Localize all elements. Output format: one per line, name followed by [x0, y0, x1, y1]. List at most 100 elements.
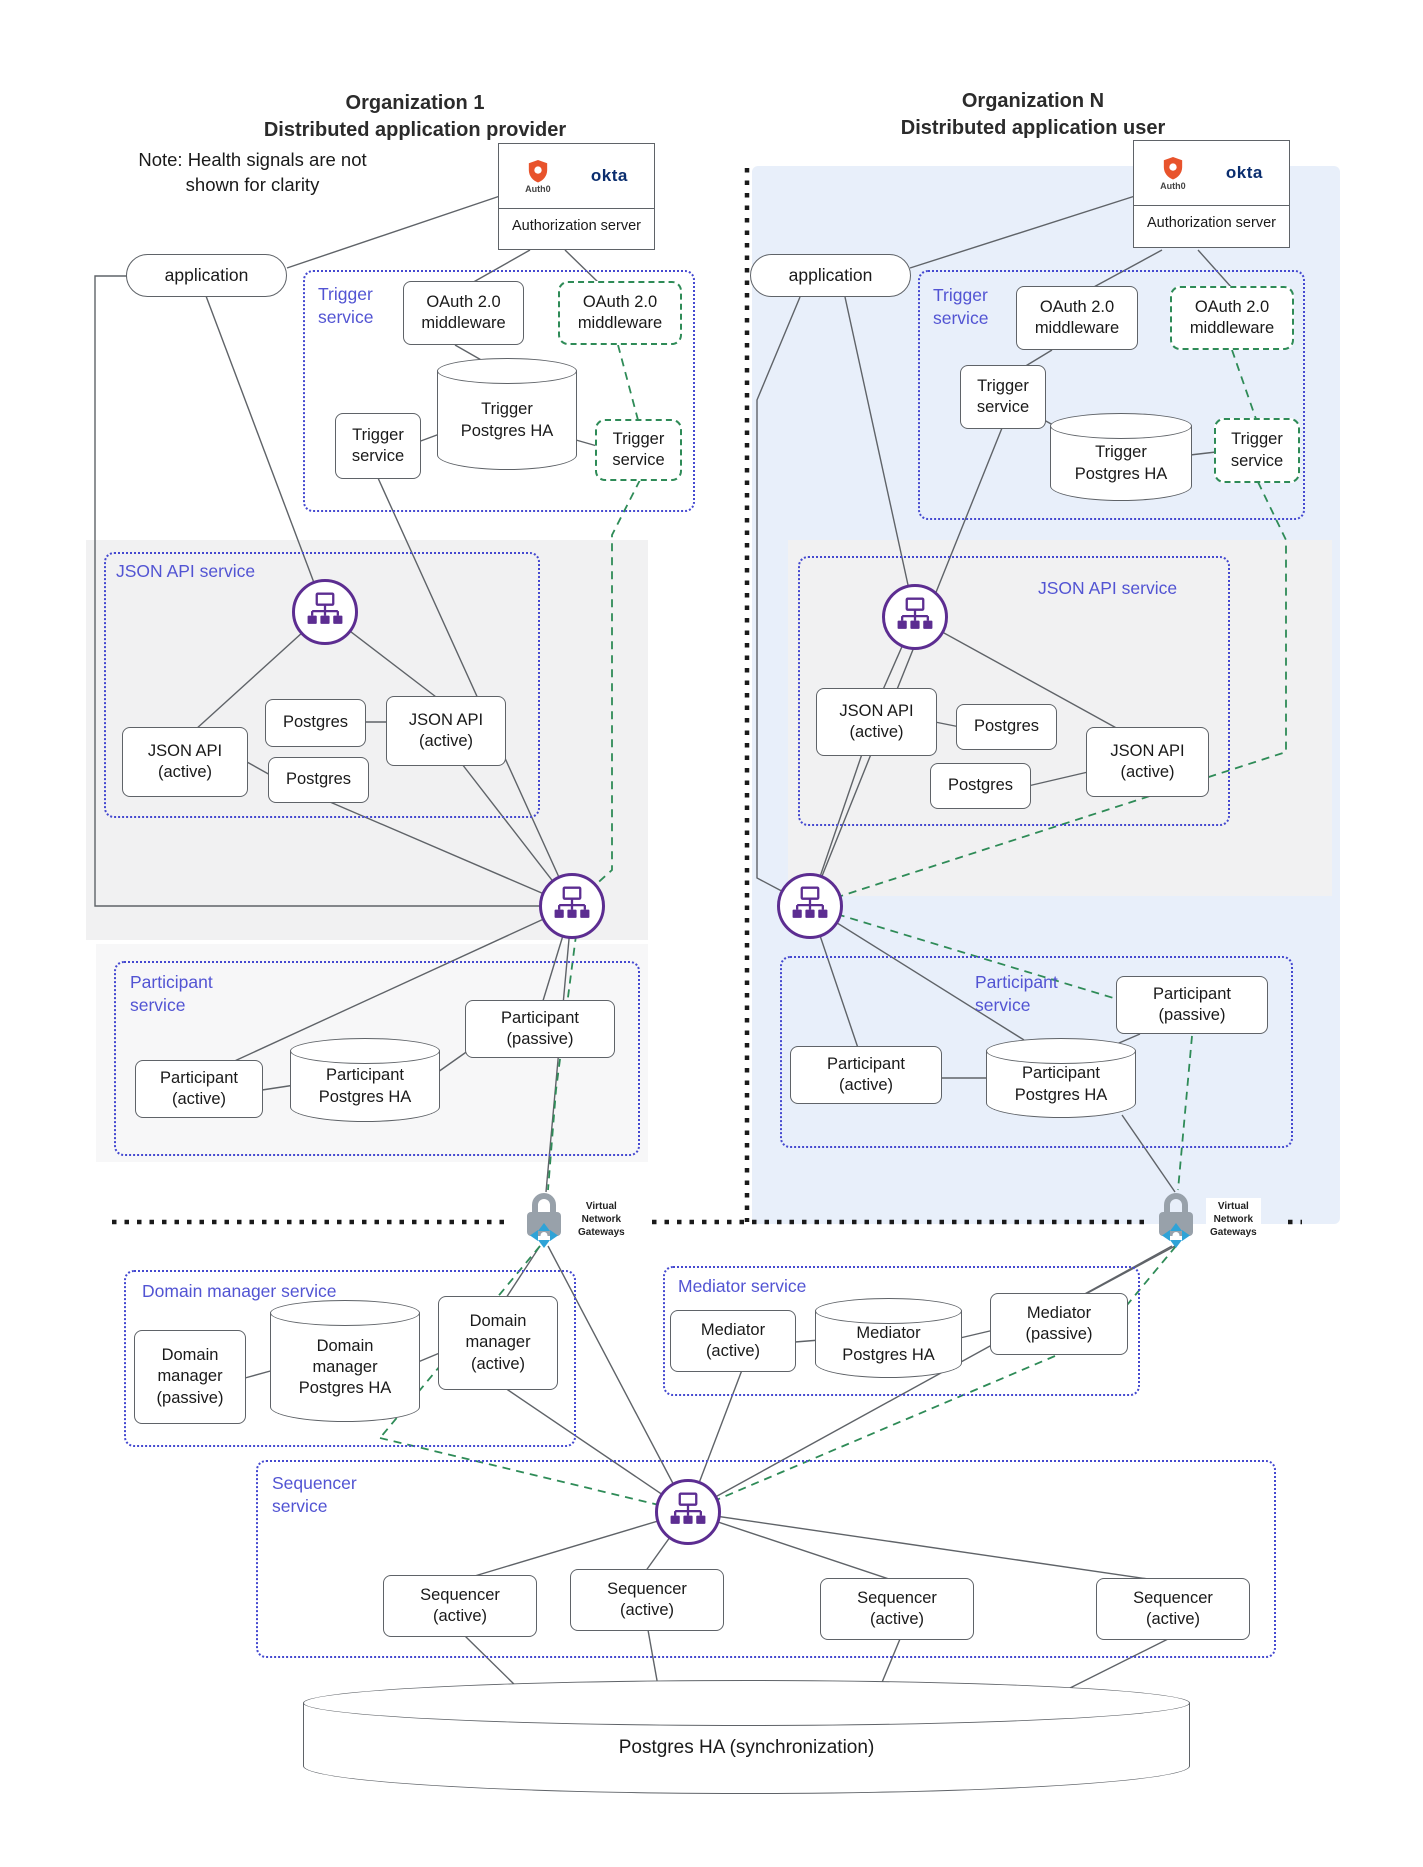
- auth-server-org1: Auth0 okta Authorization server: [498, 143, 655, 250]
- trigger-service-dashed-org1: Trigger service: [595, 419, 682, 481]
- cylinder-label: Trigger Postgres HA: [460, 400, 554, 440]
- auth0-logo-orgN: Auth0: [1160, 156, 1186, 191]
- lock-arrows-icon: [520, 1190, 568, 1248]
- vng-label-orgN: Virtual Network Gateways: [1206, 1198, 1261, 1241]
- org1-subtitle: Distributed application provider: [263, 119, 567, 141]
- domain-manager-passive: Domain manager (passive): [134, 1330, 246, 1424]
- postgres-ha-sync-cylinder: Postgres HA (synchronization): [303, 1680, 1190, 1794]
- participant-active-orgN: Participant (active): [790, 1046, 942, 1104]
- cylinder-cap: [303, 1680, 1190, 1726]
- cylinder-cap: [815, 1298, 962, 1324]
- postgres-bottom-org1: Postgres: [268, 757, 369, 803]
- cylinder-label: Domain manager Postgres HA: [298, 1336, 392, 1398]
- mediator-passive: Mediator (passive): [990, 1293, 1128, 1355]
- orgN-subtitle: Distributed application user: [900, 117, 1166, 139]
- auth0-shield-icon: [1162, 156, 1184, 180]
- cylinder-label: Mediator Postgres HA: [842, 1324, 935, 1364]
- auth0-wordmark: Auth0: [1160, 180, 1186, 191]
- participant-service-label-org1: Participant service: [130, 972, 213, 1015]
- sequencer-active-3: Sequencer (active): [820, 1578, 974, 1640]
- json-api-service-region-orgN: [798, 556, 1230, 826]
- sequencer-service-label: Sequencer service: [272, 1473, 357, 1516]
- cylinder-body: [270, 1313, 420, 1422]
- participant-postgres-ha-org1: Participant Postgres HA: [290, 1038, 440, 1122]
- mediator-active: Mediator (active): [670, 1310, 796, 1372]
- json-api-service-label-orgN: JSON API service: [1038, 578, 1178, 598]
- postgres-bottom-orgN: Postgres: [930, 763, 1031, 809]
- participant-service-label-orgN: Participant service: [975, 972, 1058, 1015]
- cylinder-cap: [1050, 413, 1192, 439]
- lock-arrows-icon: [1152, 1190, 1200, 1248]
- application-node-orgN: application: [750, 254, 911, 297]
- load-balancer-icon-sequencer: [655, 1479, 721, 1545]
- sequencer-active-2: Sequencer (active): [570, 1569, 724, 1631]
- domain-manager-service-region: [124, 1270, 576, 1447]
- org1-title: Organization 1: [345, 92, 485, 114]
- trigger-service-label-org1: Trigger service: [318, 284, 374, 327]
- network-tree-icon: [788, 884, 832, 928]
- cylinder-label: Trigger Postgres HA: [1074, 443, 1168, 483]
- participant-service-region-orgN: [780, 956, 1293, 1148]
- oauth-middleware-dashed-orgN: OAuth 2.0 middleware: [1170, 286, 1294, 350]
- cylinder-cap: [270, 1300, 420, 1326]
- trigger-service-region-orgN: [918, 270, 1305, 520]
- okta-wordmark: okta: [590, 166, 628, 185]
- auth0-logo-org1: Auth0: [525, 159, 551, 194]
- mediator-service-region: [663, 1266, 1140, 1396]
- auth-server-label-org1: Authorization server: [512, 218, 641, 234]
- json-api-service-label-org1: JSON API service: [116, 561, 256, 581]
- postgres-top-org1: Postgres: [265, 699, 366, 747]
- auth0-shield-icon: [527, 159, 549, 183]
- vng-label-org1: Virtual Network Gateways: [574, 1198, 629, 1241]
- vng-icon-org1: [520, 1190, 568, 1253]
- health-note: Note: Health signals are not shown for c…: [138, 149, 367, 195]
- auth-server-label-orgN: Authorization server: [1147, 215, 1276, 231]
- load-balancer-icon-json-orgN: [882, 584, 948, 650]
- participant-postgres-ha-orgN: Participant Postgres HA: [986, 1038, 1136, 1118]
- load-balancer-icon-participant-org1: [539, 873, 605, 939]
- postgres-top-orgN: Postgres: [956, 704, 1057, 750]
- oauth-middleware-org1: OAuth 2.0 middleware: [403, 281, 524, 345]
- json-api-service-region-org1: [104, 552, 540, 818]
- network-tree-icon: [893, 595, 937, 639]
- cylinder-cap: [437, 358, 577, 384]
- trigger-service-label-orgN: Trigger service: [933, 285, 989, 328]
- orgN-title: Organization N: [961, 90, 1105, 112]
- auth-server-orgN: Auth0 okta Authorization server: [1133, 140, 1290, 248]
- cylinder-body: [437, 371, 577, 470]
- trigger-postgres-ha-orgN: Trigger Postgres HA: [1050, 413, 1192, 501]
- sequencer-active-1: Sequencer (active): [383, 1575, 537, 1637]
- participant-service-region-org1: [114, 961, 640, 1156]
- cylinder-cap: [290, 1038, 440, 1064]
- cylinder-cap: [986, 1038, 1136, 1064]
- trigger-postgres-ha-org1: Trigger Postgres HA: [437, 358, 577, 470]
- json-api-active-left-org1: JSON API (active): [122, 727, 248, 797]
- cylinder-body: [290, 1051, 440, 1122]
- oauth-middleware-orgN: OAuth 2.0 middleware: [1016, 286, 1138, 350]
- trigger-service-node-orgN: Trigger service: [960, 365, 1046, 429]
- trigger-service-region-org1: [303, 270, 695, 512]
- participant-passive-orgN: Participant (passive): [1116, 976, 1268, 1034]
- sequencer-active-4: Sequencer (active): [1096, 1578, 1250, 1640]
- orgN-title-block: Organization N Distributed application u…: [828, 88, 1238, 142]
- auth-logos-row-orgN: Auth0 okta: [1134, 141, 1289, 206]
- network-tree-icon: [550, 884, 594, 928]
- load-balancer-icon-json-org1: [292, 579, 358, 645]
- json-api-active-left-orgN: JSON API (active): [816, 688, 937, 756]
- sequencer-service-region: [256, 1460, 1276, 1658]
- json-api-active-right-orgN: JSON API (active): [1086, 727, 1209, 797]
- cylinder-label: Postgres HA (synchronization): [618, 1736, 875, 1758]
- mediator-service-label: Mediator service: [678, 1276, 807, 1296]
- auth-logos-row-org1: Auth0 okta: [499, 144, 654, 209]
- vng-icon-orgN: [1152, 1190, 1200, 1253]
- network-tree-icon: [666, 1490, 710, 1534]
- trigger-service-dashed-orgN: Trigger service: [1214, 418, 1300, 483]
- cylinder-label: Participant Postgres HA: [318, 1066, 412, 1106]
- network-tree-icon: [303, 590, 347, 634]
- domain-manager-postgres-ha: Domain manager Postgres HA: [270, 1300, 420, 1422]
- load-balancer-icon-participant-orgN: [777, 873, 843, 939]
- org1-title-block: Organization 1 Distributed application p…: [210, 90, 620, 144]
- participant-active-org1: Participant (active): [135, 1060, 263, 1118]
- okta-wordmark: okta: [1225, 163, 1263, 182]
- domain-manager-service-label: Domain manager service: [142, 1281, 337, 1301]
